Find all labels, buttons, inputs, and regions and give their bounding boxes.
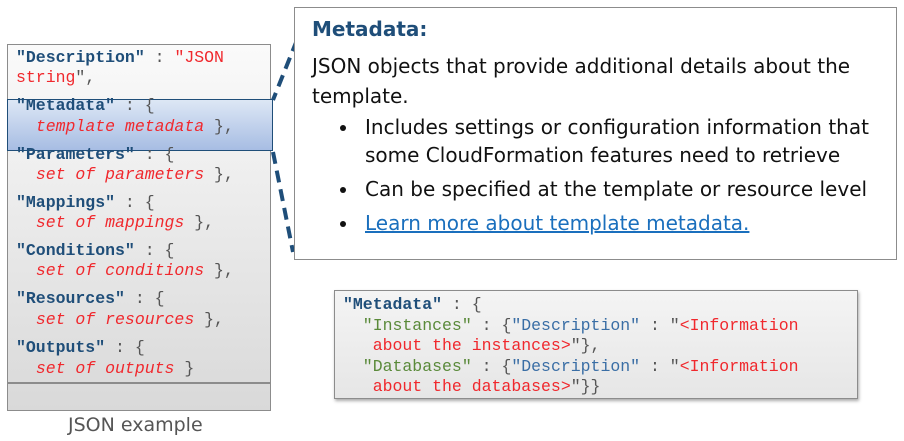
- code-line: template metadata },: [35, 117, 234, 136]
- code-line: "Description" : "JSON: [16, 48, 224, 67]
- code-line: "Outputs" : {: [16, 338, 145, 357]
- metadata-code-example: "Metadata" : { "Instances" : {"Descripti…: [334, 290, 858, 399]
- code-line: set of resources },: [35, 310, 224, 329]
- code-line: "Parameters" : {: [16, 145, 175, 164]
- code-line: set of conditions },: [35, 261, 234, 280]
- code-line: set of mappings },: [35, 213, 215, 232]
- callout-body: JSON objects that provide additional det…: [312, 54, 851, 108]
- code-line: set of outputs }: [35, 359, 195, 378]
- callout-title: Metadata:: [312, 17, 428, 41]
- metadata-callout: Metadata: JSON objects that provide addi…: [294, 7, 897, 260]
- json-example-caption: JSON example: [68, 414, 203, 436]
- code-line: "Mappings" : {: [16, 193, 155, 212]
- bullet: Includes settings or configuration infor…: [359, 113, 882, 169]
- bullet: Can be specified at the template or reso…: [359, 175, 882, 203]
- code-line: "Conditions" : {: [16, 241, 175, 260]
- metadata-highlight: [7, 99, 273, 151]
- learn-more-link[interactable]: Learn more about template metadata.: [365, 211, 750, 235]
- code-line: "Metadata" : {: [16, 96, 155, 115]
- code-line: set of parameters },: [35, 165, 234, 184]
- code-line: "Resources" : {: [16, 289, 165, 308]
- code-line: string",: [16, 68, 96, 87]
- divider: [7, 382, 271, 384]
